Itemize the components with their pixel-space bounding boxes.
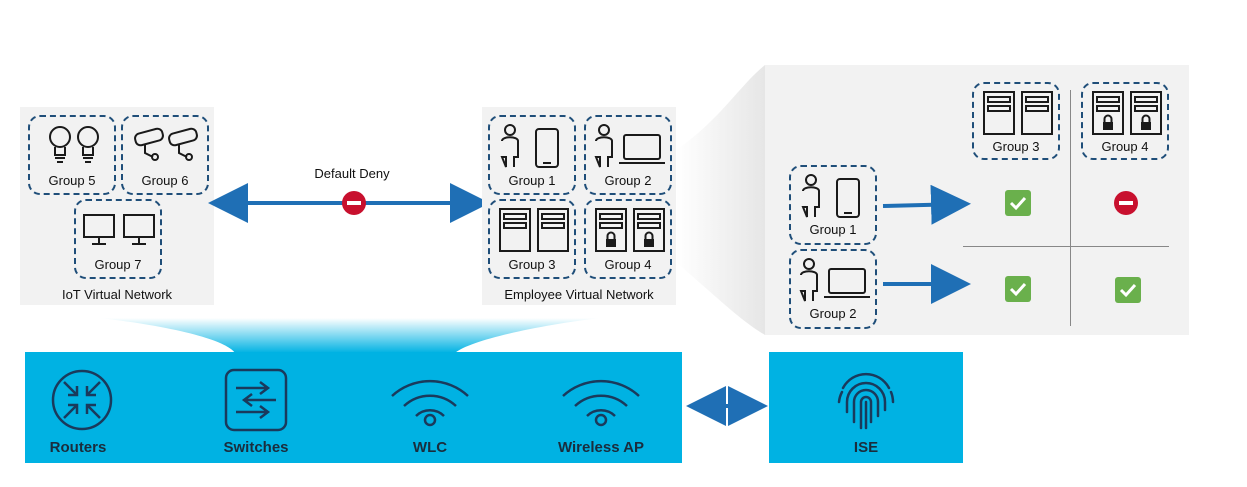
matrix-column-group-4[interactable]: Group 4: [1081, 82, 1169, 160]
user-laptop-icon: [799, 258, 870, 302]
group-5-label: Group 5: [48, 173, 96, 188]
user-phone-icon: [801, 174, 860, 218]
cell-g2-g4-allow-icon: [1115, 277, 1141, 303]
deny-icon: [342, 191, 366, 215]
ise-box: ISE: [769, 352, 963, 463]
iot-virtual-network-panel: Group 5 Group 6 Group 7 IoT Virtual Netw…: [20, 107, 214, 305]
locked-server-icon: [595, 208, 665, 252]
matrix-vertical-divider: [1070, 90, 1071, 326]
group-1-box[interactable]: Group 1: [488, 115, 576, 195]
ise-label: ISE: [853, 439, 879, 456]
group-2-label: Group 2: [604, 173, 652, 188]
lightbulb-icon: [49, 126, 99, 163]
wireless-ap-label: Wireless AP: [557, 439, 644, 456]
matrix-row-group-1[interactable]: Group 1: [789, 165, 877, 245]
matrix-column-group-3[interactable]: Group 3: [972, 82, 1060, 160]
monitor-icon: [83, 214, 155, 245]
matrix-horizontal-divider: [963, 246, 1169, 247]
group-3-label: Group 3: [508, 257, 556, 272]
server-icon: [983, 91, 1053, 135]
iot-virtual-network-caption: IoT Virtual Network: [61, 287, 173, 302]
wlc-label: WLC: [412, 439, 448, 456]
wifi-icon: [391, 379, 469, 427]
user-laptop-icon: [594, 124, 665, 168]
default-deny-label: Default Deny: [314, 166, 390, 181]
employee-virtual-network-panel: Group 1 Group 2 Group 3: [482, 107, 676, 305]
group-6-box[interactable]: Group 6: [121, 115, 209, 195]
matrix-row-group-1-label: Group 1: [809, 222, 857, 237]
locked-server-icon: [1092, 91, 1162, 135]
matrix-row-group-2[interactable]: Group 2: [789, 249, 877, 329]
cell-g1-g3-allow-icon: [1005, 190, 1031, 216]
fingerprint-icon: [837, 372, 895, 430]
router-icon: [51, 369, 113, 431]
server-icon: [499, 208, 569, 252]
wifi-icon: [562, 379, 640, 427]
switch-icon: [224, 368, 288, 432]
cell-g2-g3-allow-icon: [1005, 276, 1031, 302]
employee-virtual-network-caption: Employee Virtual Network: [504, 287, 654, 302]
group-4-box[interactable]: Group 4: [584, 199, 672, 279]
matrix-column-group-4-label: Group 4: [1101, 139, 1149, 154]
infrastructure-bar: Routers Switches WLC Wireless AP: [25, 352, 682, 463]
security-camera-icon: [134, 127, 198, 161]
matrix-row-arrows: [882, 184, 971, 304]
routers-label: Routers: [49, 439, 107, 456]
group-2-box[interactable]: Group 2: [584, 115, 672, 195]
matrix-row-group-2-label: Group 2: [809, 306, 857, 321]
cell-g1-g4-deny-icon: [1114, 191, 1138, 215]
matrix-column-group-3-label: Group 3: [992, 139, 1040, 154]
group-4-label: Group 4: [604, 257, 652, 272]
group-5-box[interactable]: Group 5: [28, 115, 116, 195]
group-1-label: Group 1: [508, 173, 556, 188]
user-phone-icon: [500, 124, 559, 168]
group-7-box[interactable]: Group 7: [74, 199, 162, 279]
switches-label: Switches: [223, 439, 289, 456]
group-7-label: Group 7: [94, 257, 142, 272]
policy-matrix-panel: Group 3 Group 4 Group 1: [765, 65, 1189, 335]
group-3-box[interactable]: Group 3: [488, 199, 576, 279]
group-6-label: Group 6: [141, 173, 189, 188]
